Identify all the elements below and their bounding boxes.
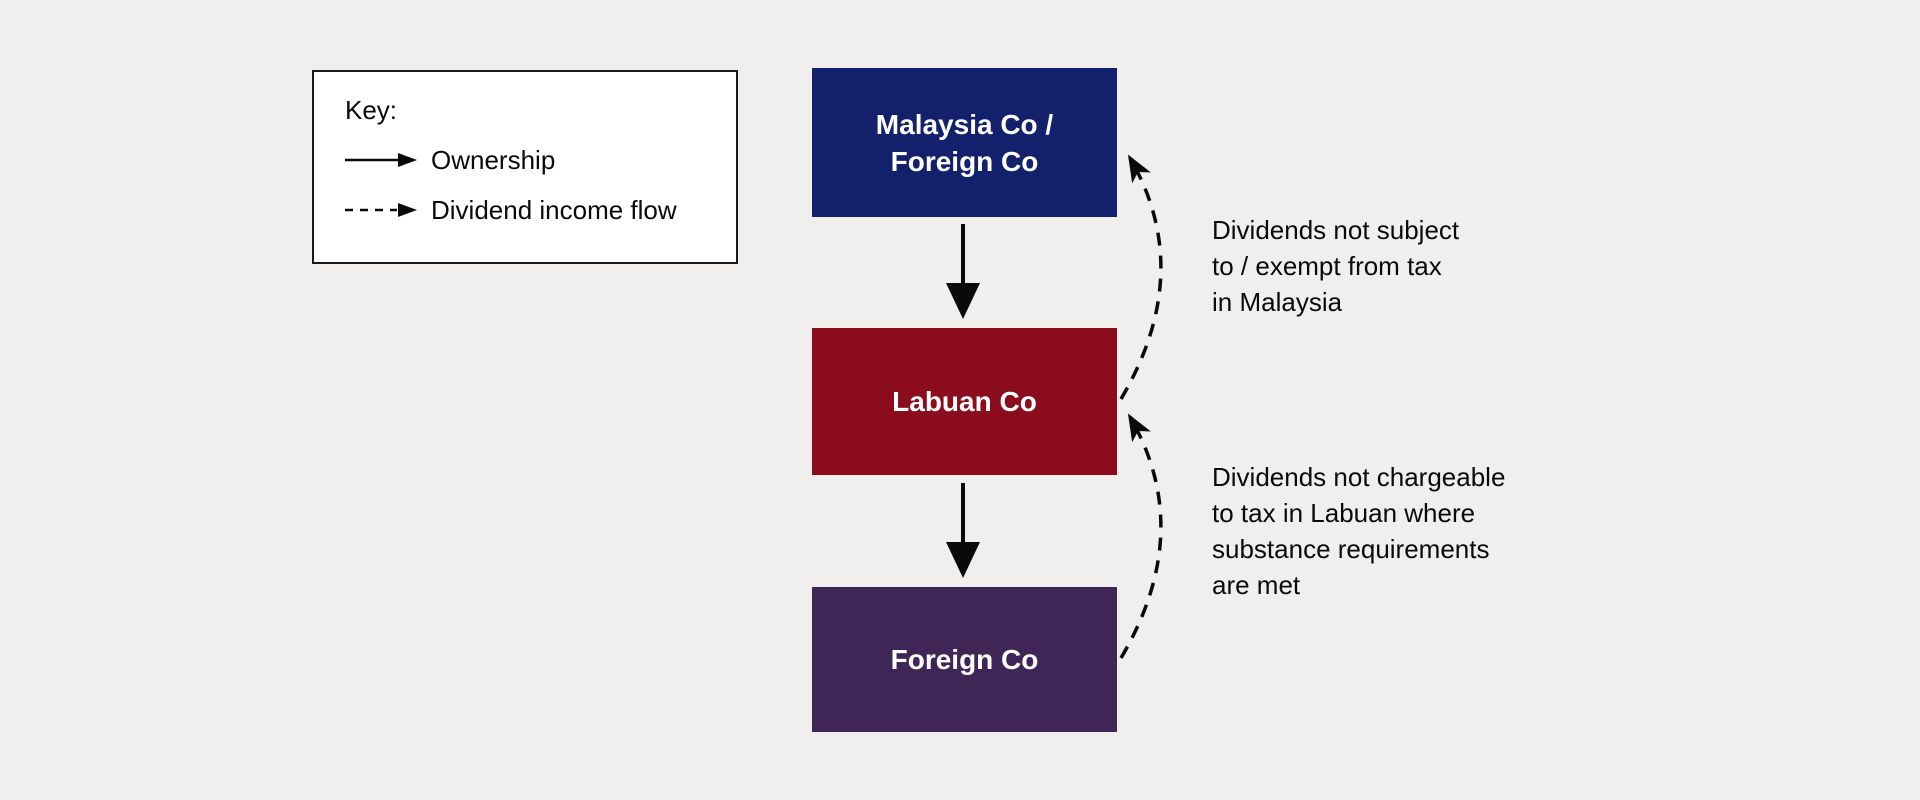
legend-box: Key: Ownership Dividend income flow xyxy=(312,70,738,264)
annotation-line: to / exempt from tax xyxy=(1212,251,1442,281)
solid-arrow-icon xyxy=(345,153,417,167)
legend-item-label: Ownership xyxy=(431,144,556,175)
legend-title: Key: xyxy=(345,95,398,125)
legend-item-label: Dividend income flow xyxy=(431,194,677,225)
node-foreign-co: Foreign Co xyxy=(812,587,1117,732)
node-label-line: Foreign Co xyxy=(890,644,1039,675)
ownership-arrow-top xyxy=(946,224,980,319)
dividend-flow-arrow-labuan-to-malaysia xyxy=(1119,154,1163,400)
node-malaysia-co-foreign-co: Malaysia Co / Foreign Co xyxy=(812,68,1117,217)
node-labuan-co: Labuan Co xyxy=(812,328,1117,475)
annotation-line: in Malaysia xyxy=(1212,287,1343,317)
annotation-line: to tax in Labuan where xyxy=(1212,498,1476,528)
legend-item-ownership: Ownership xyxy=(345,142,736,178)
dashed-arrow-icon xyxy=(345,203,417,217)
annotation-line: Dividends not chargeable xyxy=(1212,462,1506,492)
legend-item-dividend-flow: Dividend income flow xyxy=(345,192,736,228)
node-label-line: Labuan Co xyxy=(892,386,1037,417)
annotation-line: are met xyxy=(1212,570,1301,600)
ownership-arrow-bottom xyxy=(946,483,980,578)
node-label-line: Malaysia Co / xyxy=(875,108,1054,140)
annotation-tax-exempt-malaysia: Dividends not subject to / exempt from t… xyxy=(1212,212,1459,320)
annotation-line: Dividends not subject xyxy=(1212,215,1460,245)
annotation-not-chargeable-labuan: Dividends not chargeable to tax in Labua… xyxy=(1212,459,1505,603)
dividend-flow-arrow-foreign-to-labuan xyxy=(1119,413,1163,659)
node-label-line: Foreign Co xyxy=(890,145,1039,177)
annotation-line: substance requirements xyxy=(1212,534,1490,564)
